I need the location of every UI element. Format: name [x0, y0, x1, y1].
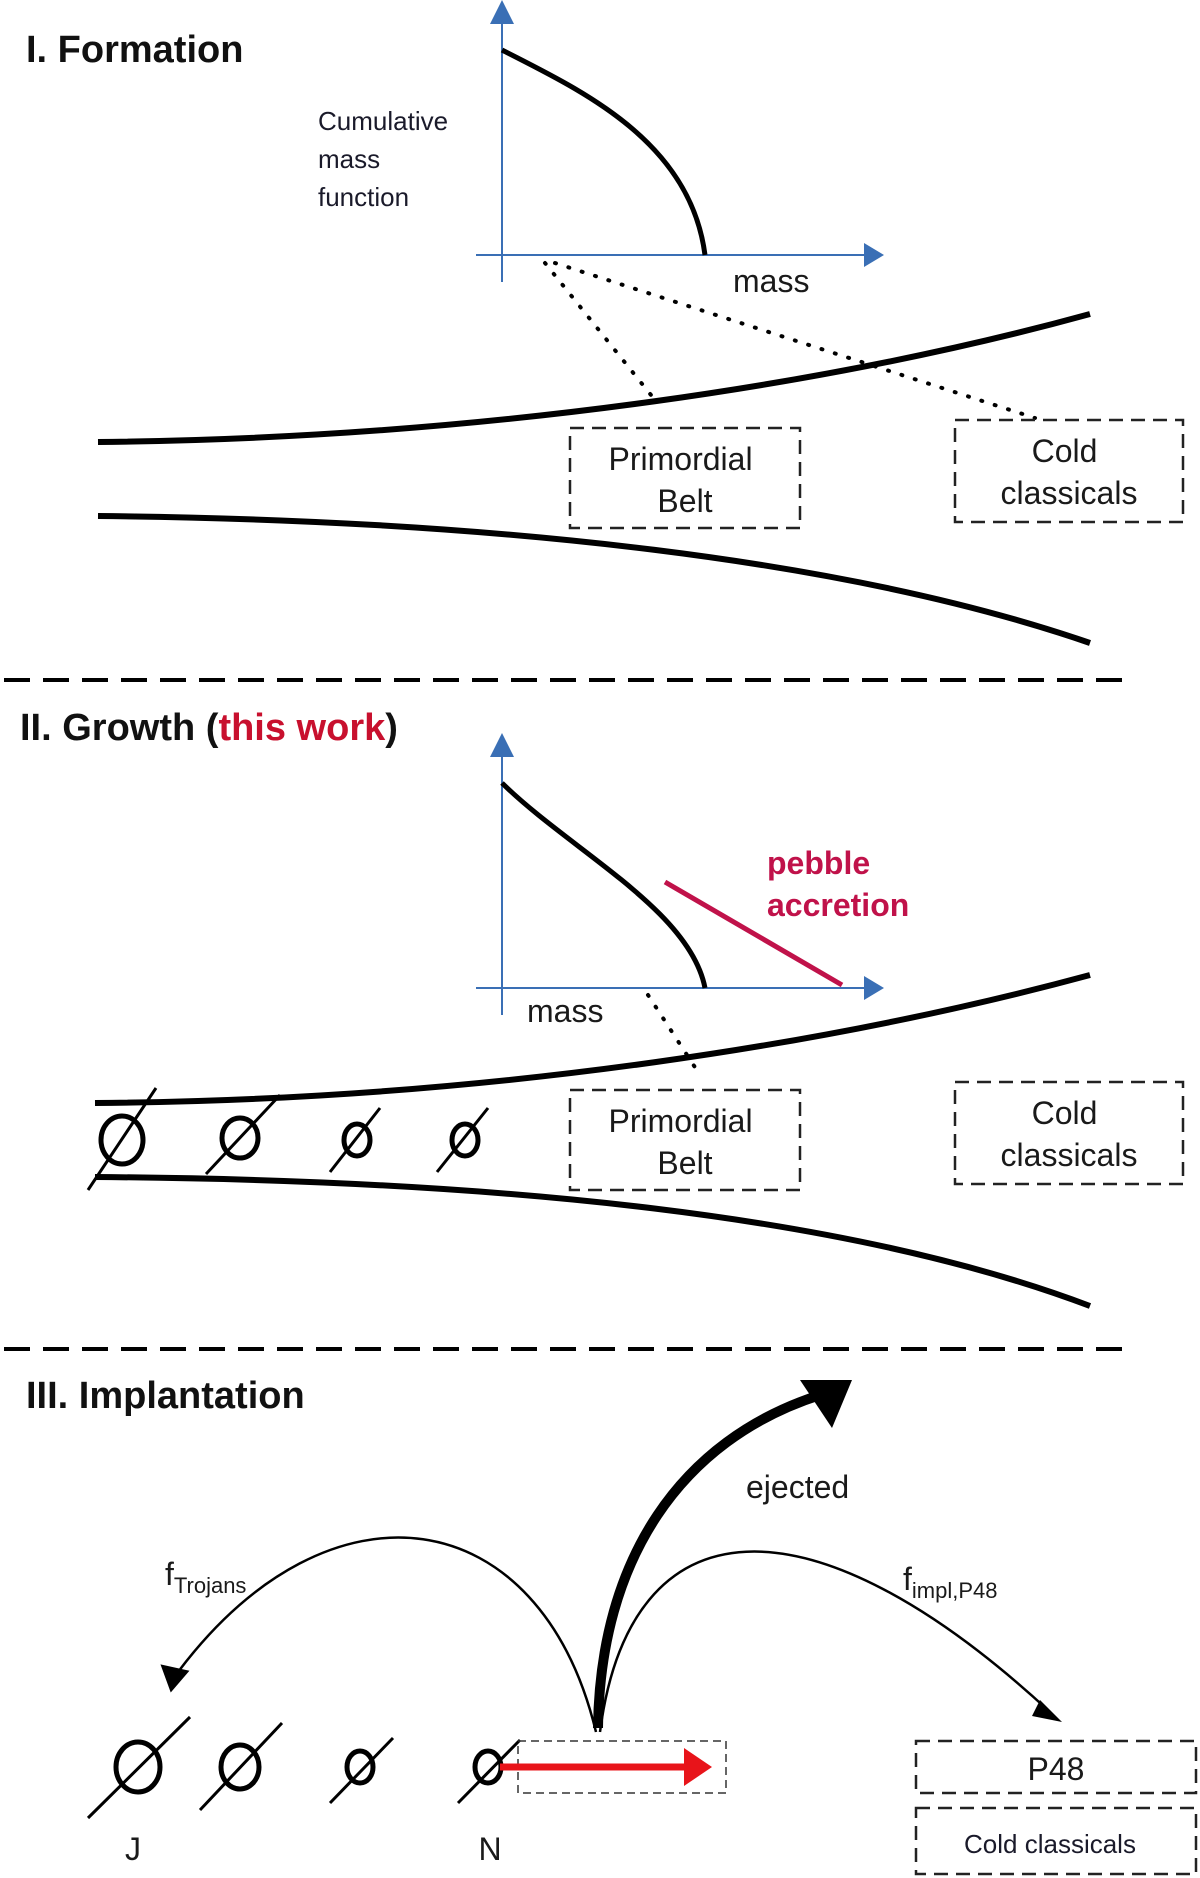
connector-primordial	[543, 261, 657, 402]
trojans-label: fTrojans	[165, 1556, 246, 1598]
ejected-arrow	[593, 1390, 822, 1729]
x-axis-arrow-icon	[864, 976, 884, 1000]
planet-neptune-icon	[456, 1738, 522, 1805]
disk-lower-edge	[97, 513, 1091, 646]
box-cold-classicals: Cold classicals	[914, 1806, 1198, 1876]
svg-text:Cold classicals: Cold classicals	[1001, 1095, 1138, 1173]
pebble-accretion-label: pebble accretion	[767, 845, 909, 923]
cmf-curve	[500, 781, 708, 989]
svg-text:Primordial Belt: Primordial Belt	[609, 441, 762, 519]
panel-implantation: III. Implantation ejected fTrojans fimpl…	[26, 1375, 1198, 1876]
planet-neptune-icon	[435, 1107, 490, 1173]
y-axis-arrow-icon	[490, 733, 514, 757]
connector-cold	[553, 261, 1037, 420]
panel-title-implantation: III. Implantation	[26, 1375, 305, 1417]
svg-text:P48: P48	[1028, 1751, 1085, 1787]
cmf-curve	[500, 47, 708, 256]
panel-title-growth: II. Growth (this work)	[20, 707, 398, 749]
implantation-arc	[598, 1550, 1051, 1733]
planet-label-n: N	[478, 1831, 501, 1867]
connector-primordial	[646, 993, 702, 1077]
trojans-arc	[177, 1536, 598, 1733]
svg-text:Cold classicals: Cold classicals	[1001, 433, 1138, 511]
panel-formation: I. Formation Cumulative mass function ma…	[26, 0, 1185, 646]
panel-title-formation: I. Formation	[26, 29, 243, 71]
box-p48: P48	[914, 1739, 1198, 1795]
planet-uranus-icon	[328, 1736, 395, 1805]
disk-upper-edge	[94, 972, 1091, 1106]
migration-arrowhead-icon	[684, 1748, 712, 1786]
ejected-label: ejected	[746, 1469, 849, 1505]
box-primordial-belt: Primordial Belt	[568, 1088, 802, 1192]
box-primordial-belt: Primordial Belt	[568, 426, 802, 530]
box-cold-classicals: Cold classicals	[953, 418, 1185, 524]
y-axis-label: Cumulative mass function	[318, 106, 455, 212]
planet-label-j: J	[125, 1831, 141, 1867]
planet-saturn-icon	[198, 1721, 284, 1812]
disk-upper-edge	[97, 311, 1091, 445]
disk-lower-edge	[94, 1174, 1092, 1309]
svg-text:Cold classicals: Cold classicals	[964, 1829, 1136, 1859]
trojans-arrowhead-icon	[160, 1664, 190, 1693]
implantation-label: fimpl,P48	[903, 1561, 997, 1603]
growth-axes	[476, 733, 884, 1015]
panel-growth: II. Growth (this work) pebble accretion …	[20, 707, 1185, 1309]
pebble-accretion-line	[663, 879, 844, 988]
x-axis-label: mass	[527, 993, 603, 1029]
y-axis-arrow-icon	[490, 0, 514, 24]
cmf-axes	[476, 0, 884, 282]
planet-saturn-icon	[204, 1093, 282, 1176]
svg-text:Primordial Belt: Primordial Belt	[609, 1103, 762, 1181]
planet-uranus-icon	[328, 1107, 382, 1173]
box-cold-classicals: Cold classicals	[953, 1080, 1185, 1186]
planet-jupiter-icon	[86, 1715, 192, 1820]
x-axis-label: mass	[733, 263, 809, 299]
ejected-arrowhead-icon	[800, 1380, 852, 1428]
x-axis-arrow-icon	[864, 243, 884, 267]
planet-jupiter-icon	[86, 1087, 158, 1191]
implantation-arrowhead-icon	[1032, 1700, 1062, 1722]
